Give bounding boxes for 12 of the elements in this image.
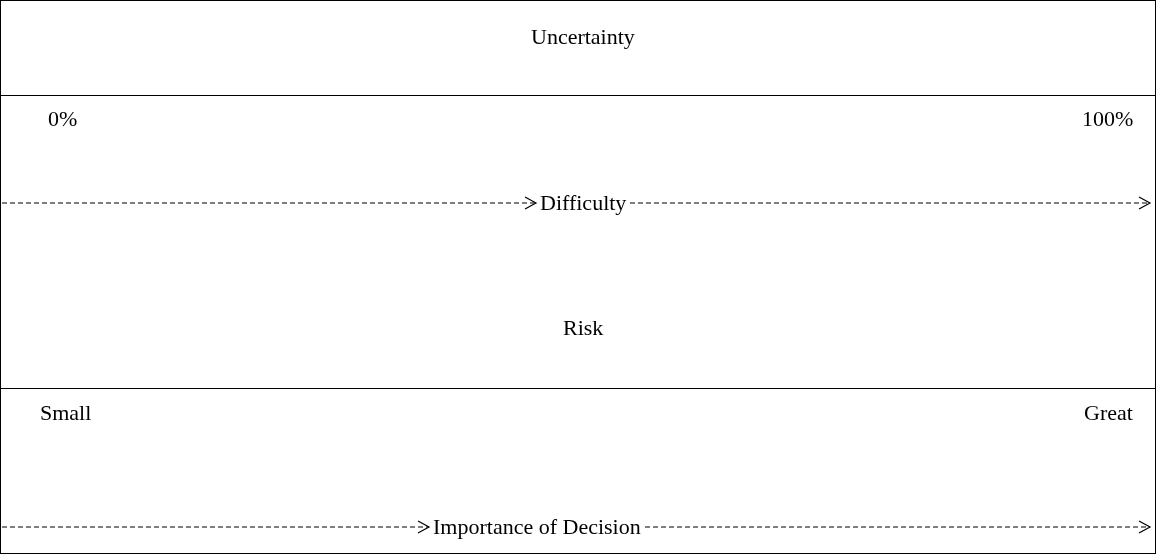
row-heading: Uncertainty [531, 24, 635, 50]
scale-end-label: Small [40, 400, 92, 426]
row-heading: Risk [563, 315, 604, 341]
scale-label: Difficulty [540, 190, 627, 216]
scale-end-label: 0% [48, 106, 78, 132]
dashed-arrow [644, 520, 1151, 534]
dashed-arrow [629, 196, 1151, 210]
scale-end-label: Great [1084, 400, 1133, 426]
dashed-arrow [1, 520, 430, 534]
scale-label: Importance of Decision [433, 514, 641, 540]
dashed-arrow [1, 196, 537, 210]
scale-end-label: 100% [1082, 106, 1134, 132]
